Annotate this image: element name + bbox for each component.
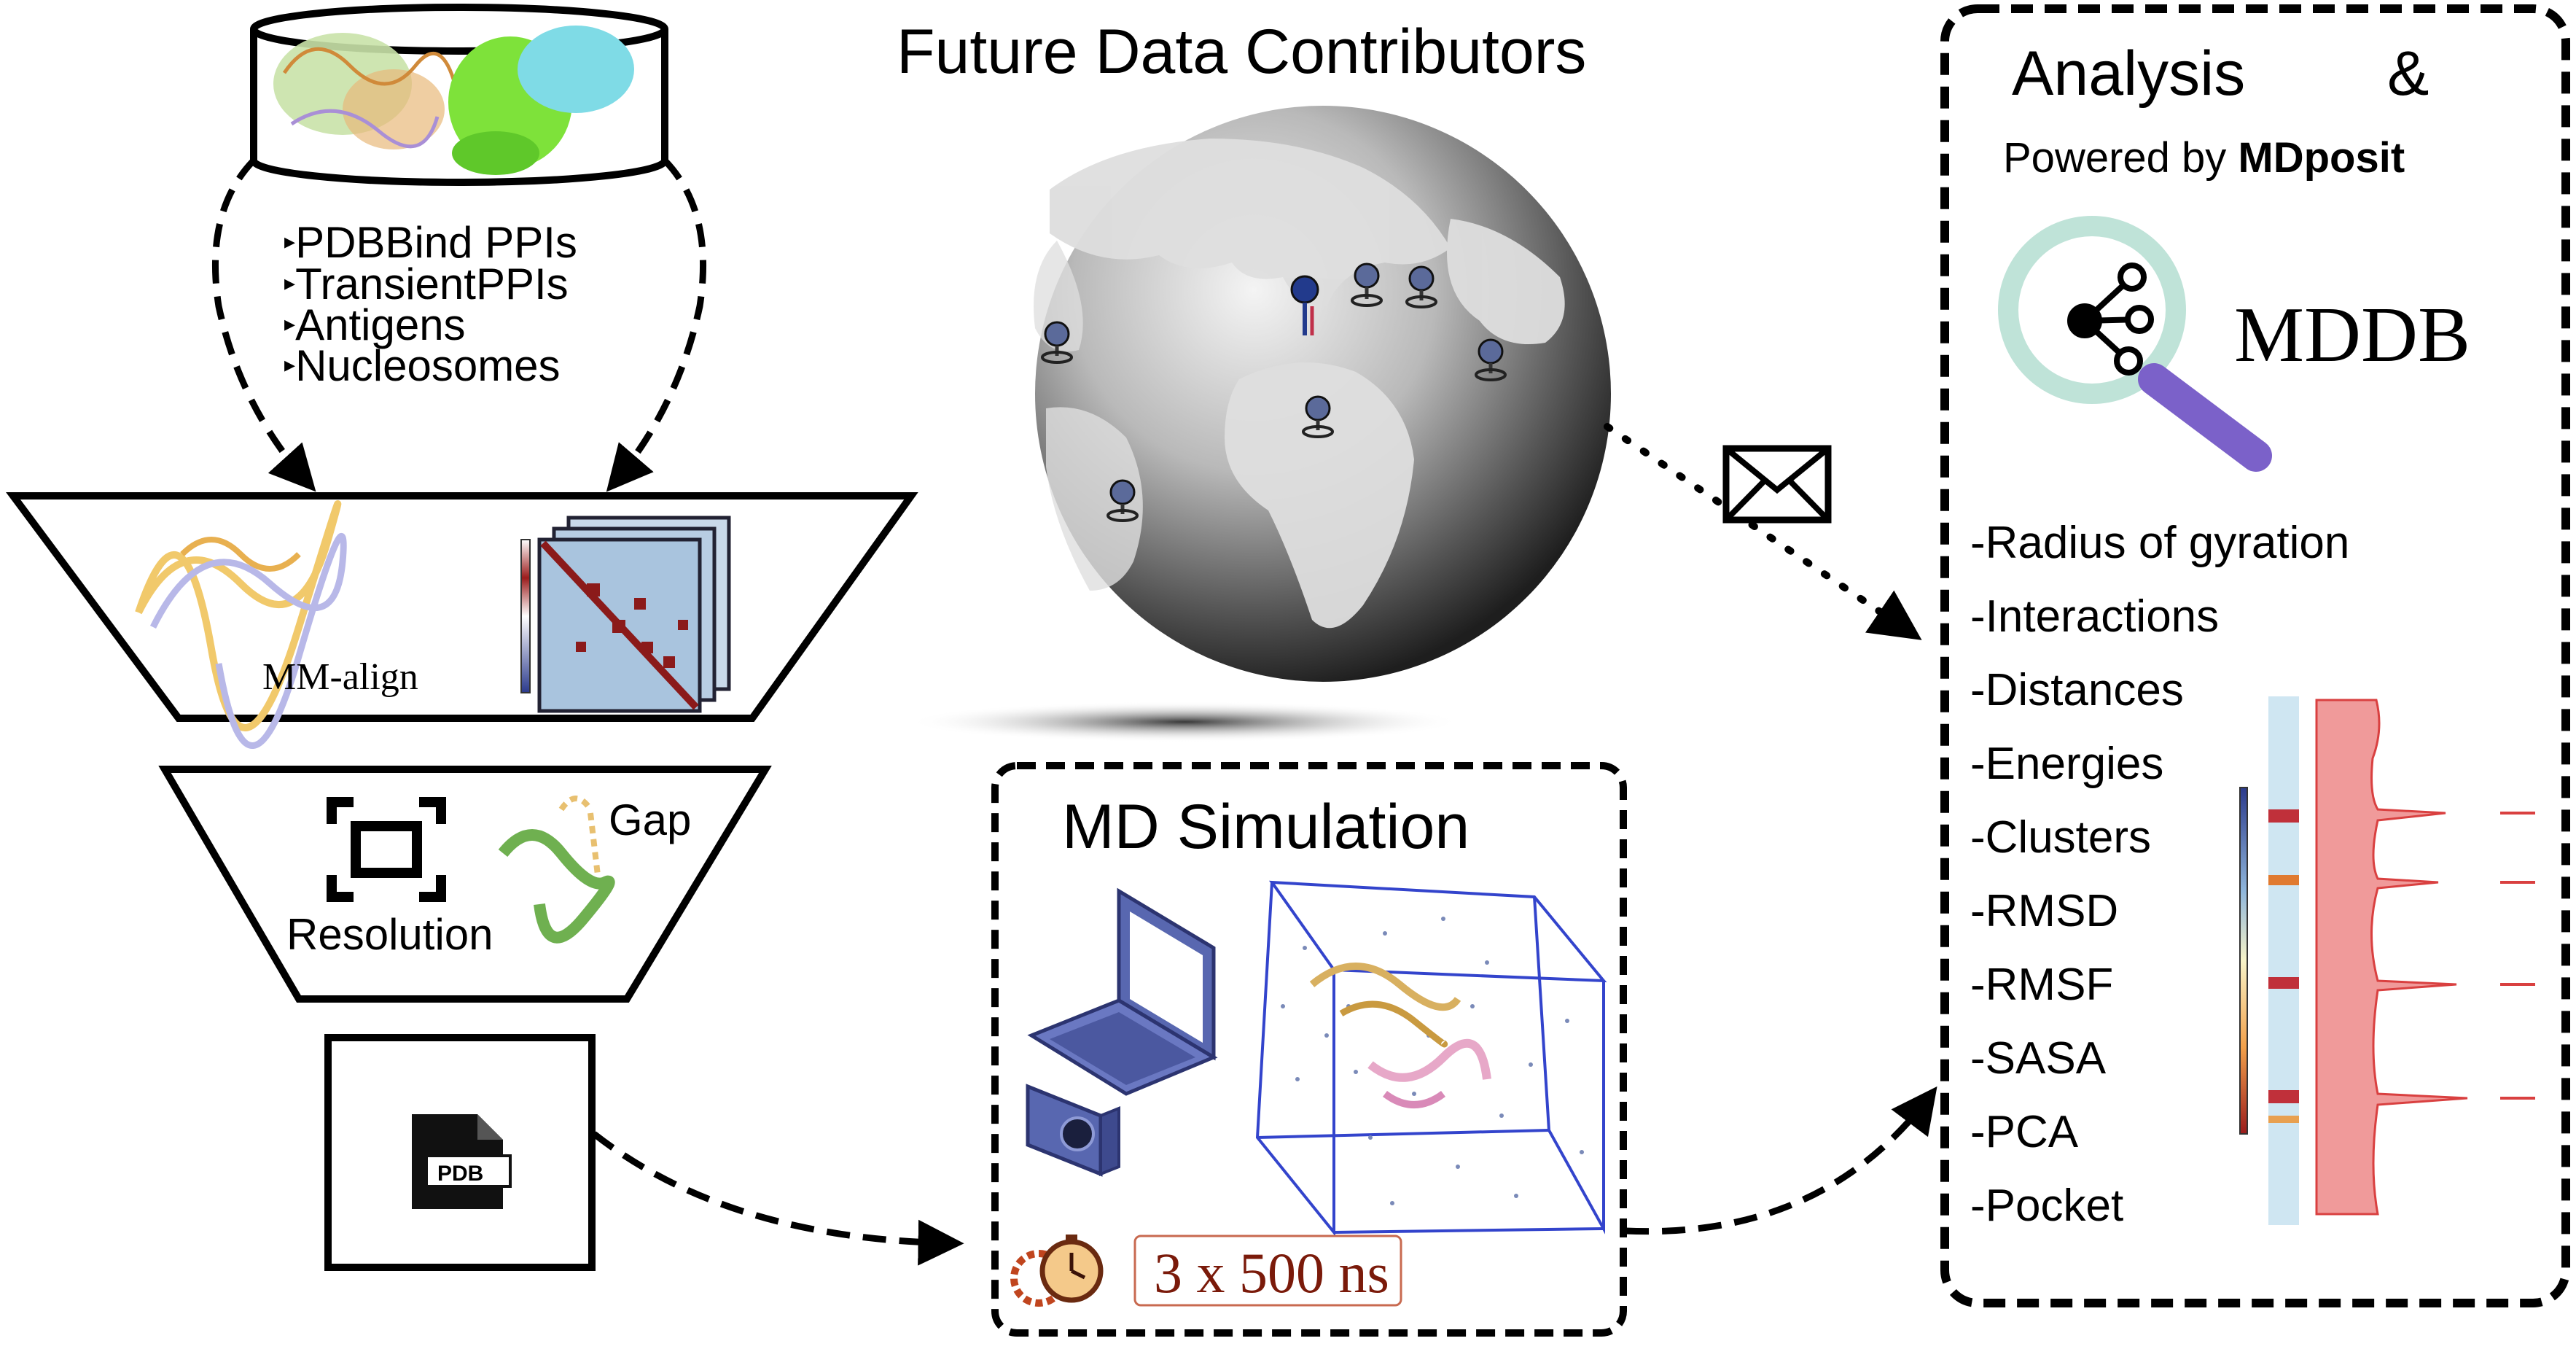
source-item: ▸PDBBind PPIs xyxy=(284,218,577,267)
alignment-label: MM-align xyxy=(262,656,418,698)
analysis-ampersand: & xyxy=(2387,39,2429,109)
location-pin-icon xyxy=(1405,265,1437,308)
pdb-label: PDB xyxy=(437,1162,483,1186)
source-item: ▸Antigens xyxy=(284,300,466,349)
analysis-list: -Radius of gyration -Interactions -Dista… xyxy=(1970,518,2349,1231)
md-simulation-panel: MD Simulation xyxy=(991,762,1627,1337)
contact-map-icon xyxy=(520,516,731,713)
left-funnel-arrow xyxy=(212,158,316,492)
page-title: Future Data Contributors xyxy=(897,17,1586,87)
analysis-item: -RMSF xyxy=(1970,960,2113,1010)
location-pin-icon xyxy=(1041,321,1073,364)
quality-filter: Resolution Gap xyxy=(158,766,772,1003)
analysis-title: Analysis xyxy=(2012,39,2245,109)
analysis-panel: Analysis & Powered by MDposit MDDB -Radi… xyxy=(1940,4,2570,1307)
gpu-icon xyxy=(1026,1084,1120,1177)
analysis-item: -RMSD xyxy=(1970,886,2118,936)
source-list: ▸PDBBind PPIs ▸TransientPPIs ▸Antigens ▸… xyxy=(284,218,577,390)
share-icon xyxy=(2067,263,2154,376)
analysis-item: -SASA xyxy=(1970,1033,2107,1084)
right-funnel-arrow xyxy=(606,158,706,492)
source-item: ▸TransientPPIs xyxy=(284,260,569,308)
database-cylinder-icon xyxy=(250,4,668,186)
pdb-file-icon: PDB xyxy=(412,1114,512,1209)
protein-structures-icon xyxy=(273,26,634,175)
source-item: ▸Nucleosomes xyxy=(284,341,561,390)
md-simulation-title: MD Simulation xyxy=(1062,792,1470,862)
rmsf-plot-thumbnail xyxy=(2239,696,2535,1225)
location-pin-icon xyxy=(1106,479,1139,522)
pdb-to-md-arrow xyxy=(592,1131,964,1266)
analysis-item: -Interactions xyxy=(1970,591,2219,642)
analysis-item: -Clusters xyxy=(1970,812,2151,863)
location-pin-icon xyxy=(1290,275,1319,335)
md-to-analysis-arrow xyxy=(1625,1086,1937,1235)
gap-label: Gap xyxy=(609,796,691,844)
gap-structure-icon xyxy=(498,796,615,944)
globe-icon xyxy=(908,106,1611,742)
analysis-item: -Pocket xyxy=(1970,1181,2123,1231)
analysis-item: -PCA xyxy=(1970,1107,2079,1157)
duration-badge xyxy=(1133,1235,1402,1307)
resolution-label: Resolution xyxy=(286,910,493,959)
simulation-box xyxy=(1255,880,1607,1237)
analysis-item: -Distances xyxy=(1970,665,2184,715)
mddb-logo-text: MDDB xyxy=(2234,292,2470,378)
pdb-file-box: PDB xyxy=(324,1034,596,1271)
analysis-item: -Radius of gyration xyxy=(1970,518,2349,568)
powered-by-line: Powered by MDposit xyxy=(2003,134,2405,182)
location-pin-icon xyxy=(1475,338,1507,381)
laptop-icon xyxy=(1027,887,1218,1096)
analysis-item: -Energies xyxy=(1970,739,2163,789)
resolution-icon xyxy=(327,797,446,902)
mddb-logo: MDDB xyxy=(1998,216,2470,472)
location-pins xyxy=(1041,263,1507,522)
location-pin-icon xyxy=(1351,263,1383,307)
location-pin-icon xyxy=(1302,395,1334,438)
timer-gear-icon xyxy=(1010,1235,1104,1307)
envelope-icon xyxy=(1722,445,1832,524)
aligned-structures-icon xyxy=(135,500,347,749)
alignment-filter: MM-align xyxy=(6,492,918,749)
duration-label: 3 x 500 ns xyxy=(1154,1241,1389,1305)
contributors-to-analysis-arrow xyxy=(1604,423,1922,640)
